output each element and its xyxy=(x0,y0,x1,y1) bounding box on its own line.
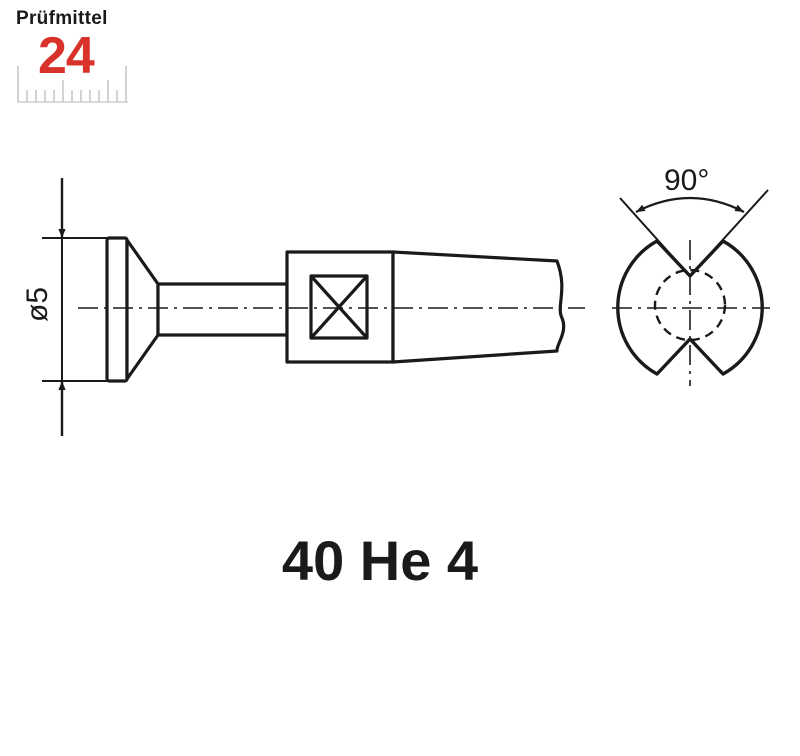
anvil-head-face xyxy=(105,236,129,383)
anvil-side-view xyxy=(105,236,566,383)
brand-logo: Prüfmittel 24 xyxy=(14,6,134,106)
diameter-dimension xyxy=(42,178,108,436)
anvil-end-view xyxy=(616,239,764,376)
technical-drawing: ø5 90° xyxy=(21,164,770,436)
hidden-bore-circle xyxy=(653,268,727,342)
logo-number-text: 24 xyxy=(38,27,95,85)
angle-arc xyxy=(635,197,745,213)
flat-square-cross-2 xyxy=(309,274,369,340)
anvil-neck xyxy=(156,282,289,337)
angle-dimension xyxy=(619,189,769,277)
end-view-outline-top xyxy=(616,239,764,376)
angle-extension-right xyxy=(689,189,769,277)
angle-extension-left xyxy=(619,197,691,277)
logo-brand-text: Prüfmittel xyxy=(16,8,108,29)
anvil-shank xyxy=(391,250,566,364)
anvil-body xyxy=(285,250,395,364)
diameter-label: ø5 xyxy=(21,287,54,322)
product-model-label: 40 He 4 xyxy=(281,529,479,592)
anvil-head-cone xyxy=(125,238,160,381)
logo-ruler-icon xyxy=(17,66,128,103)
angle-label: 90° xyxy=(664,164,709,197)
